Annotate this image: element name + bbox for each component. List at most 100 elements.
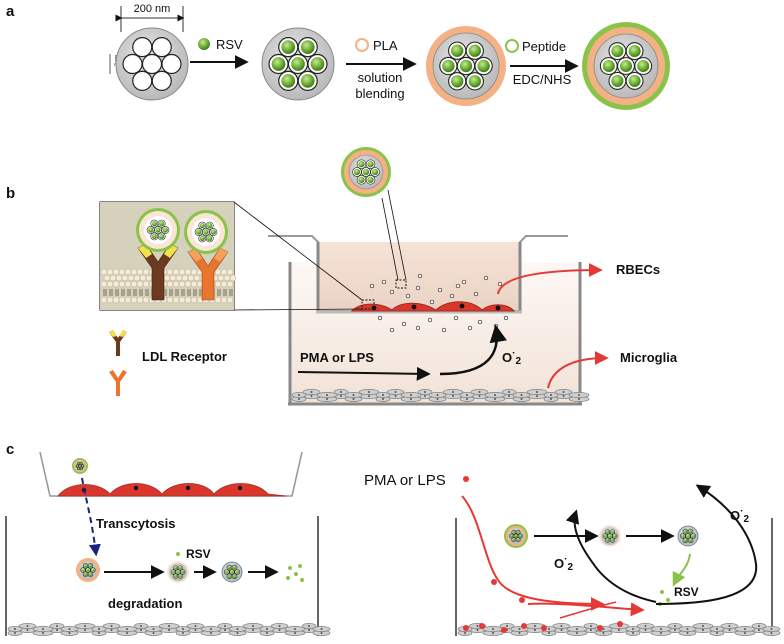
- pore: [122, 53, 143, 75]
- legend-receptor-yellow-icon: [109, 330, 127, 356]
- peptide-legend-label: Peptide: [522, 39, 566, 54]
- microglia-label: Microglia: [620, 350, 678, 365]
- rsv-bead: [291, 57, 305, 71]
- rsv-bead: [362, 168, 370, 176]
- pore: [132, 37, 153, 58]
- rsv-bead: [613, 534, 617, 538]
- rsv-bead: [512, 538, 516, 542]
- rsv-bead: [207, 223, 213, 229]
- rsv-bead: [151, 221, 157, 227]
- rsv-bead: [608, 534, 612, 538]
- rsv-bead: [628, 45, 641, 58]
- rsv-bead: [367, 176, 374, 183]
- rsv-bead: [611, 45, 624, 58]
- rsv-label-left: RSV: [186, 547, 211, 561]
- rsv-bead: [227, 565, 232, 570]
- rsv-bead: [442, 59, 455, 73]
- transcytosis-label: Transcytosis: [96, 516, 176, 531]
- rsv-bead: [300, 40, 315, 54]
- rsv-bead: [210, 229, 216, 235]
- panel-c-label: c: [6, 441, 14, 458]
- rsv-bead: [230, 570, 234, 574]
- rsv-bead: [79, 465, 81, 467]
- rsv-bead: [148, 227, 154, 233]
- rsv-bead: [610, 530, 615, 534]
- rsv-bead: [450, 44, 464, 57]
- rbecs-pointer-arrow: [497, 263, 603, 295]
- rsv-bead: [691, 534, 695, 538]
- rsv-bead: [686, 534, 690, 538]
- scale-bar: 200 nm: [115, 3, 185, 32]
- rsv-bead: [159, 221, 165, 227]
- rsv-bead: [516, 538, 520, 542]
- rsv-bead: [281, 40, 296, 54]
- rsv-bead: [91, 568, 95, 572]
- step3-label: EDC/NHS: [513, 72, 572, 87]
- rsv-bead: [199, 223, 205, 229]
- rsv-bead: [468, 44, 482, 57]
- rsv-release-arrow: [672, 553, 691, 587]
- rsv-bead: [371, 168, 379, 176]
- lipid-bilayer: [100, 268, 237, 304]
- rsv-bead: [76, 465, 79, 467]
- rsv-bead: [459, 59, 473, 73]
- stimulus-label-b: PMA or LPS: [300, 350, 374, 365]
- transcytosis-path: [81, 477, 101, 557]
- pore: [141, 53, 163, 75]
- left-outer-well: [5, 516, 319, 636]
- rsv-bead: [367, 161, 374, 168]
- rsv-bead: [688, 538, 693, 543]
- rsv-bead: [232, 565, 237, 570]
- inset-nanoparticle-2: [184, 210, 228, 254]
- rsv-bead: [235, 570, 239, 574]
- rsv-bead: [516, 530, 520, 534]
- rsv-bead: [80, 462, 83, 465]
- rsv-bead: [281, 74, 296, 88]
- coated-particle-right-2: [599, 525, 621, 547]
- pore: [151, 70, 172, 91]
- rsv-bead: [514, 534, 518, 538]
- ldl-receptor-label: LDL Receptor: [142, 349, 227, 364]
- microglia-layer-left: [7, 623, 331, 636]
- radical-label-c-2: O·2: [730, 506, 749, 525]
- rsv-bead: [468, 75, 482, 88]
- rsv-bead: [81, 568, 85, 572]
- rsv-bead: [77, 462, 80, 465]
- rsv-bead: [181, 570, 185, 574]
- rsv-bead: [86, 568, 90, 572]
- rsv-bead: [203, 229, 209, 235]
- radical-label-c-1: O·2: [554, 554, 573, 573]
- peptide-coated-particle: [582, 22, 670, 110]
- rsv-bead: [88, 564, 93, 568]
- rsv-bead: [207, 235, 213, 241]
- panel-b-label: b: [6, 185, 15, 202]
- rsv-label-right: RSV: [674, 585, 699, 599]
- stimulus-label-c: PMA or LPS: [364, 472, 446, 489]
- rsv-bead: [353, 168, 361, 176]
- stimulus-arrow-c-2: [527, 602, 645, 617]
- stimulus-dots: [463, 579, 623, 633]
- degrading-particle-1: [76, 558, 100, 582]
- microglia-layer-right: [457, 623, 781, 636]
- radical-arrow-c-2: [655, 484, 758, 605]
- degrading-particle-3: [221, 561, 243, 583]
- radical-arrow-c-1: [565, 509, 657, 603]
- step2-label-line2: blending: [355, 86, 404, 101]
- rsv-bead: [611, 74, 624, 87]
- peptide-ring-icon: [505, 39, 519, 53]
- pla-ring-icon: [355, 38, 369, 52]
- rsv-bead: [196, 229, 202, 235]
- right-outer-well: [455, 518, 773, 636]
- inset-nanoparticle-1: [136, 208, 180, 252]
- rsv-bead: [681, 534, 685, 538]
- rsv-bead: [155, 227, 161, 233]
- stimulus-arrow-c-3: [559, 601, 617, 619]
- rsv-bead: [151, 233, 157, 239]
- rsv-bead: [358, 161, 365, 168]
- rsv-bead: [628, 74, 641, 87]
- stimulus-arrow-c-1: [461, 495, 605, 611]
- rsv-bead: [227, 574, 232, 579]
- rsv-bead: [173, 566, 178, 570]
- panel-a-label: a: [6, 3, 15, 20]
- rsv-bead: [178, 566, 183, 570]
